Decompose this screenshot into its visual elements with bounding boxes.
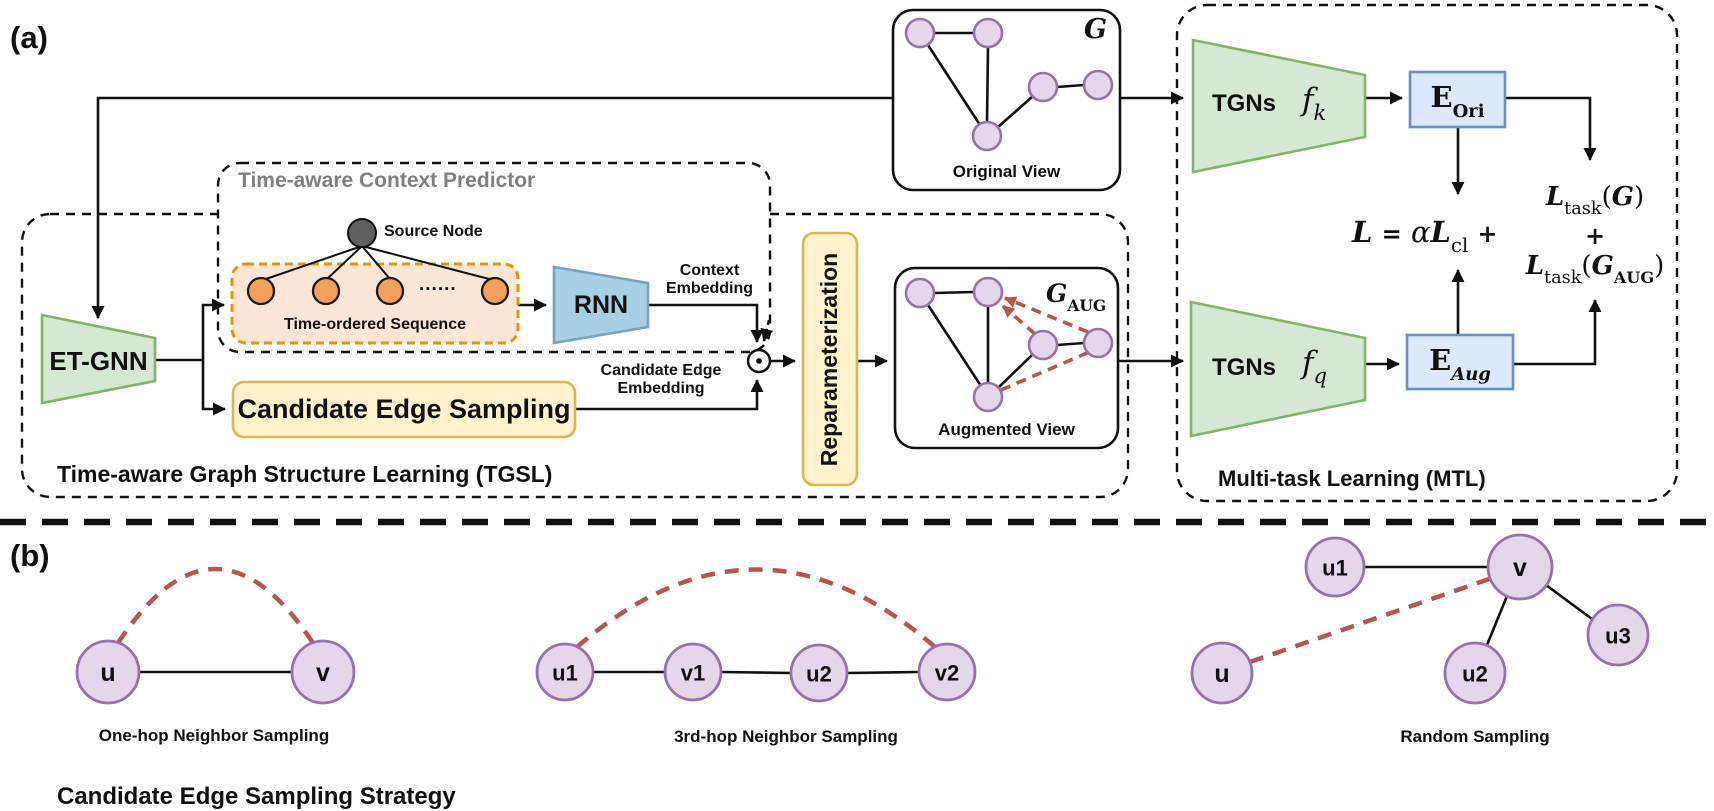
original-graph-edges xyxy=(926,31,1085,128)
candidate-edge-embedding-label: Candidate Edge Embedding xyxy=(600,362,722,397)
node-label-v2: v2 xyxy=(935,661,959,686)
third-hop-candidate-edge xyxy=(575,567,937,649)
candidate-edge-c-to-b xyxy=(1001,304,1037,336)
node-label-ru1: u1 xyxy=(1322,556,1348,581)
augmented-view-box xyxy=(893,266,1120,450)
arrow-candidate-to-odot xyxy=(575,379,764,411)
reparameterization-label: Reparameterization xyxy=(816,252,843,466)
one-hop-nodes xyxy=(75,639,356,705)
node-label-u1: u1 xyxy=(552,661,578,686)
node-label-v: v xyxy=(316,659,330,687)
e-ori-box xyxy=(1408,70,1507,129)
strategy-title: Candidate Edge Sampling Strategy xyxy=(57,783,456,810)
sequence-ellipsis: ...... xyxy=(419,274,457,295)
third-hop-nodes xyxy=(535,642,977,703)
original-view-label: Original View xyxy=(952,162,1061,181)
connectors xyxy=(91,91,1602,416)
random-nodes xyxy=(1190,533,1650,705)
node-label-u2: u2 xyxy=(806,662,832,687)
sequence-node-2 xyxy=(311,276,341,306)
tgns-fk-fn: fk xyxy=(1302,82,1327,126)
tgns-fk-label: TGNs xyxy=(1212,90,1277,117)
node-label-ru2: u2 xyxy=(1462,662,1488,687)
tgns-fk-trapezoid xyxy=(1191,38,1367,174)
graph-symbol-augmented: GAUG xyxy=(1046,279,1107,315)
source-node-label: Source Node xyxy=(384,223,483,240)
panel-a-label: (a) xyxy=(10,20,48,55)
rnn-label: RNN xyxy=(573,291,629,319)
loss-plus: + xyxy=(1584,221,1606,250)
source-fan-lines xyxy=(262,245,494,281)
arrow-branch-to-sequence xyxy=(201,298,225,360)
tgsl-title: Time-aware Graph Structure Learning (TGS… xyxy=(57,461,553,487)
random-edges xyxy=(1364,565,1593,646)
arrow-context-to-odot xyxy=(648,303,764,343)
hadamard-product-icon xyxy=(746,348,772,374)
loss-main: L = αLcl + xyxy=(1352,215,1498,257)
tgns-fq-label: TGNs xyxy=(1212,354,1277,381)
tgns-fq-fn: fq xyxy=(1302,345,1327,389)
augmented-graph-edges xyxy=(926,290,1085,388)
sequence-node-3 xyxy=(375,276,405,306)
time-ordered-sequence-box xyxy=(230,262,520,345)
tgsl-dashed-box xyxy=(20,212,1130,499)
augmented-view-label: Augmented View xyxy=(938,420,1075,439)
graph-symbol-original: G xyxy=(1084,14,1108,45)
loss-task-original: Ltask(G) xyxy=(1545,182,1645,219)
third-hop-edges xyxy=(593,670,920,675)
sequence-node-1 xyxy=(246,276,276,306)
source-node-circle xyxy=(347,218,377,248)
candidate-edge-sampling-box xyxy=(231,380,577,439)
sequence-node-4 xyxy=(480,276,510,306)
sequence-label: Time-ordered Sequence xyxy=(284,316,466,333)
e-aug-box xyxy=(1405,333,1515,391)
dashed-arrow-predictor-to-odot xyxy=(760,319,774,342)
one-hop-candidate-edge xyxy=(116,566,315,645)
original-view-box xyxy=(891,8,1122,192)
node-label-u: u xyxy=(100,659,115,687)
e-ori-label: EOri xyxy=(1430,80,1485,123)
et-gnn-trapezoid xyxy=(40,313,157,405)
original-graph-nodes xyxy=(904,17,1114,152)
augmented-candidate-edges xyxy=(1000,296,1089,392)
augmented-graph-nodes xyxy=(904,276,1114,413)
arrow-branch-to-candidate xyxy=(201,360,226,416)
reparameterization-box xyxy=(801,231,859,487)
random-candidate-edge-u-v xyxy=(1249,575,1493,665)
context-embedding-label: Context Embedding xyxy=(665,262,754,297)
candidate-edge-sampling-label: Candidate Edge Sampling xyxy=(237,394,571,424)
arrow-eori-to-ltask xyxy=(1505,96,1597,161)
rnn-trapezoid xyxy=(552,265,650,345)
candidate-edge-d-to-b xyxy=(1004,296,1089,334)
e-aug-label: EAug xyxy=(1429,343,1491,386)
random-caption: Random Sampling xyxy=(1400,727,1550,746)
node-label-rv: v xyxy=(1513,554,1527,582)
arrow-original-to-etgnn xyxy=(91,96,893,319)
node-label-ru3: u3 xyxy=(1605,624,1631,649)
one-hop-caption: One-hop Neighbor Sampling xyxy=(98,726,330,745)
loss-task-augmented: Ltask(GAUG) xyxy=(1525,251,1665,288)
predictor-title: Time-aware Context Predictor xyxy=(238,169,536,192)
node-label-v1: v1 xyxy=(681,661,705,686)
tgns-fq-trapezoid xyxy=(1189,300,1367,438)
arrow-eaug-to-ltask-aug xyxy=(1513,299,1602,366)
mtl-title: Multi-task Learning (MTL) xyxy=(1218,466,1486,491)
sequence-nodes xyxy=(246,276,510,306)
et-gnn-label: ET-GNN xyxy=(49,346,148,376)
node-label-ru: u xyxy=(1214,660,1229,688)
panel-b-label: (b) xyxy=(10,538,50,573)
third-hop-caption: 3rd-hop Neighbor Sampling xyxy=(674,727,898,746)
mtl-dashed-box xyxy=(1175,3,1679,503)
